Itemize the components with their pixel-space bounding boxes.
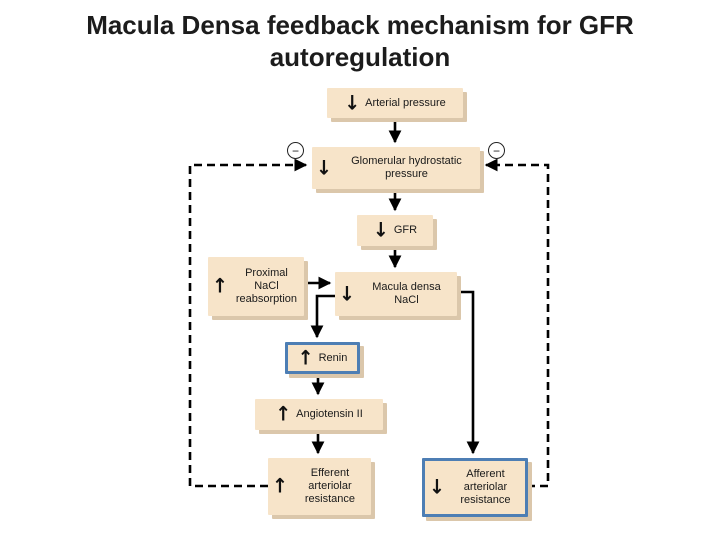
node-label: Arterial pressure: [365, 96, 446, 109]
node-label: Glomerular hydrostatic pressure: [351, 155, 462, 180]
up-arrow-icon: ↑: [212, 274, 228, 298]
down-arrow-icon: ↓: [372, 218, 389, 242]
node-arterial-pressure: ↓ Arterial pressure: [327, 88, 463, 118]
node-renin: ↑ Renin: [285, 342, 360, 374]
node-afferent-arteriolar-resistance: ↓ Afferent arteriolar resistance: [422, 458, 528, 517]
down-arrow-icon: ↓: [316, 155, 332, 180]
minus-circle-icon: −: [287, 142, 304, 159]
node-macula-densa-nacl: ↓ Macula densa NaCl: [335, 272, 457, 316]
node-label: Efferent arteriolar resistance: [304, 467, 356, 505]
down-arrow-icon: ↓: [344, 90, 361, 115]
up-arrow-icon: ↑: [297, 345, 314, 370]
edge-feedback-afferent: [484, 158, 550, 488]
down-arrow-icon: ↓: [429, 475, 445, 499]
node-label: Renin: [318, 351, 348, 364]
node-label: Angiotensin II: [296, 408, 363, 421]
node-label: Afferent arteriolar resistance: [460, 468, 511, 506]
node-proximal-nacl-reabsorption: ↑ Proximal NaCl reabsorption: [208, 257, 304, 316]
node-label: Macula densa NaCl: [372, 281, 441, 306]
node-gfr: ↓ GFR: [357, 215, 433, 246]
node-label: Proximal NaCl reabsorption: [235, 267, 298, 305]
up-arrow-icon: ↑: [272, 474, 288, 498]
down-arrow-icon: ↓: [339, 281, 355, 306]
up-arrow-icon: ↑: [275, 402, 292, 426]
node-label: GFR: [393, 224, 418, 237]
minus-circle-icon: −: [488, 142, 505, 159]
edge-feedback-efferent: [188, 158, 308, 488]
page-title: Macula Densa feedback mechanism for GFR …: [86, 10, 634, 72]
edge-macula-to-afferent: [457, 290, 480, 455]
edge-macula-to-renin: [310, 294, 335, 339]
node-angiotensin-ii: ↑ Angiotensin II: [255, 399, 383, 430]
node-glomerular-hydrostatic-pressure: ↓ Glomerular hydrostatic pressure: [312, 147, 480, 189]
node-efferent-arteriolar-resistance: ↑ Efferent arteriolar resistance: [268, 458, 371, 515]
